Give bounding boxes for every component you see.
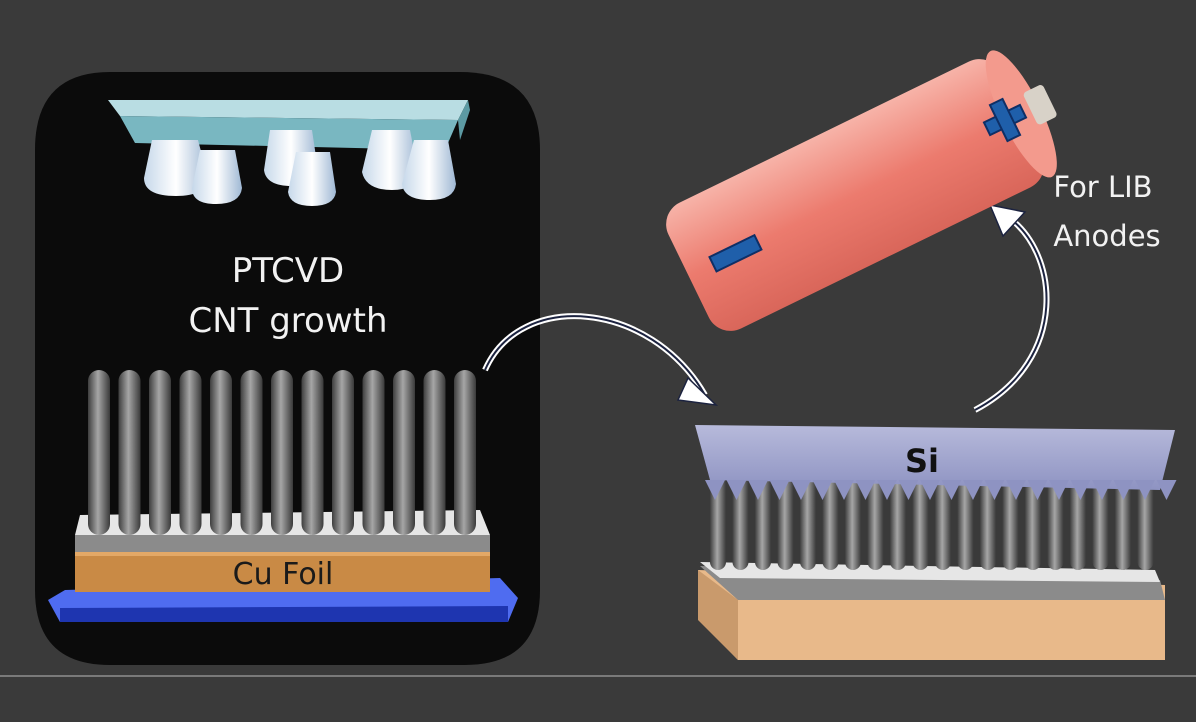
si-fringe-segment [769,480,790,500]
cnt-rod [210,370,232,535]
si-fringe-segment [812,480,833,500]
si-fringe-segment [984,480,1005,500]
si-fringe-segment [855,480,876,500]
tan-substrate [698,562,1165,660]
si-fringe-segment [1156,480,1177,500]
si-fringe-segment [1135,480,1155,500]
si-fringe-segment [963,480,983,500]
si-fringe-segment [1092,480,1112,500]
cnt-rod [240,370,263,535]
cnt-rod [822,470,839,570]
si-fringe-segment [920,480,940,500]
silicon-coating [695,425,1177,500]
cnt-rod [149,370,171,535]
cnt-rod [935,470,951,570]
si-fringe-segment [1049,480,1069,500]
positive-terminal-mark [982,97,1028,143]
process-arrow-head [676,376,719,407]
cnt-rod [301,370,324,535]
cnt-rod [179,370,202,535]
precursor-nozzles [144,130,456,206]
cnt-rod [362,370,385,535]
negative-terminal-mark [708,233,763,273]
si-fringe-segment [941,480,962,500]
si-fringe-segment [834,480,854,500]
cnt-rod [423,370,446,535]
cnt-rod [890,470,906,570]
cnt-rod [912,470,929,570]
si-fringe-segment [1006,480,1026,500]
application-arrow [973,212,1050,413]
cnt-rod [88,370,110,535]
si-fringe-segment [877,480,897,500]
cnt-rod [332,370,354,535]
si-label: Si [905,442,939,480]
catalyst-layer [75,535,490,552]
cnt-rod [867,470,884,570]
cnt-rod [957,470,974,570]
si-fringe-segment [1113,480,1134,500]
cnt-rod [800,470,816,570]
application-label-line2: Anodes [1053,219,1160,253]
process-title-line2: CNT growth [188,301,387,341]
application-arrow-head [988,203,1027,238]
cnt-array-left [88,370,476,535]
cu-foil-label: Cu Foil [233,557,334,592]
cu-foil-layer [75,552,490,592]
cnt-rod [118,370,141,535]
si-fringe-segment [791,480,811,500]
cnt-array-right [710,470,1154,570]
si-fringe-segment [1070,480,1091,500]
si-fringe-segment [726,480,747,500]
cnt-rod [271,370,293,535]
battery [666,50,1057,331]
si-fringe-segment [1027,480,1048,500]
cnt-rod [1115,470,1131,570]
cnt-rod [1137,470,1154,570]
cnt-rod [845,470,861,570]
application-label-line1: For LIB [1053,170,1152,204]
cnt-rod [454,370,476,535]
cnt-rod [393,370,415,535]
process-title-line1: PTCVD [232,251,344,291]
si-fringe-segment [705,480,725,500]
si-fringe-segment [898,480,919,500]
si-fringe-segment [748,480,768,500]
